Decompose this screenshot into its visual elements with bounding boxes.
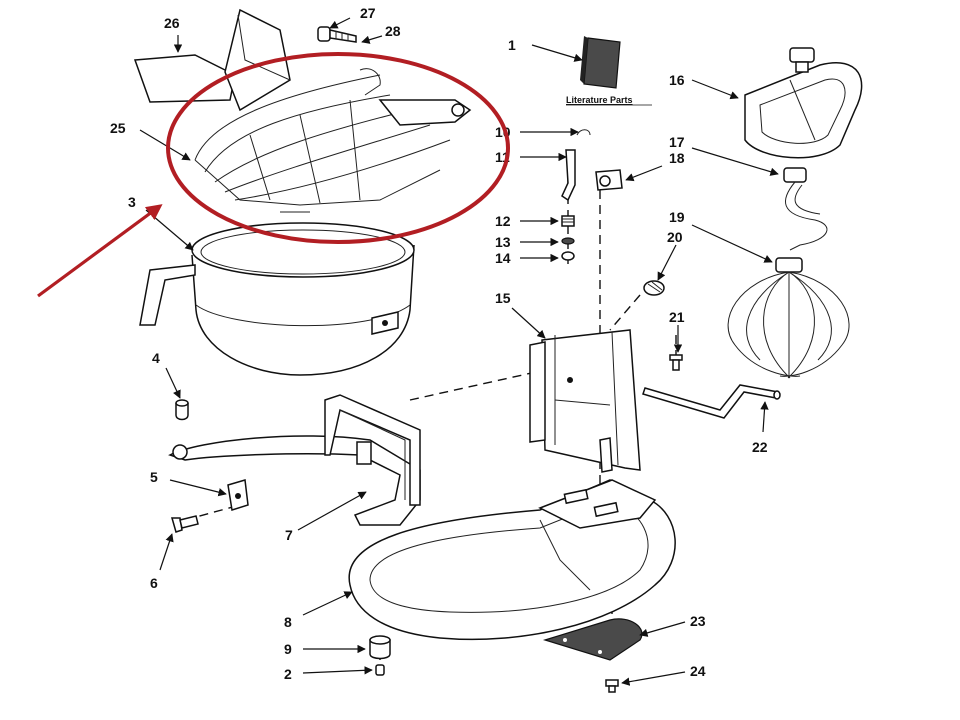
literature-parts-label: Literature Parts xyxy=(566,95,633,105)
part-lift-lever-18 xyxy=(595,169,623,191)
part-flat-beater xyxy=(744,47,863,159)
part-column xyxy=(529,329,641,473)
highlight-ellipse xyxy=(166,52,510,244)
callout-25: 25 xyxy=(110,120,126,136)
callout-7: 7 xyxy=(285,527,293,543)
callout-20: 20 xyxy=(667,229,683,245)
part-screw-27 xyxy=(317,26,357,43)
dashline-screw xyxy=(184,504,241,521)
part-bowl-guard xyxy=(194,68,472,213)
part-spring-12 xyxy=(561,215,575,227)
callout-9: 9 xyxy=(284,641,292,657)
part-screw-24 xyxy=(605,679,619,693)
part-washer-13 xyxy=(561,237,575,245)
part-base xyxy=(348,479,676,641)
highlight-arrow xyxy=(37,204,163,298)
callout-numbers: 1 2 3 4 5 6 7 8 9 10 11 12 13 14 15 16 1… xyxy=(110,5,768,682)
dashline-nut xyxy=(609,294,641,331)
callout-15: 15 xyxy=(495,290,511,306)
part-nut-14 xyxy=(561,251,575,261)
part-dough-hook xyxy=(783,167,828,251)
callout-19: 19 xyxy=(669,209,685,225)
callout-2: 2 xyxy=(284,666,292,682)
part-foot-pad xyxy=(542,618,643,661)
part-screw-21 xyxy=(669,354,683,371)
callout-17: 17 xyxy=(669,134,685,150)
callout-14: 14 xyxy=(495,250,511,266)
callout-1: 1 xyxy=(508,37,516,53)
callout-16: 16 xyxy=(669,72,685,88)
part-screw-6 xyxy=(171,515,199,533)
part-clip xyxy=(227,479,249,511)
part-screw-2 xyxy=(375,664,385,676)
callout-13: 13 xyxy=(495,234,511,250)
part-pouring-shield xyxy=(133,8,291,112)
part-wire-whip xyxy=(727,257,850,379)
part-literature xyxy=(580,36,621,89)
callout-21: 21 xyxy=(669,309,685,325)
callout-26: 26 xyxy=(164,15,180,31)
part-foot-9 xyxy=(369,635,391,660)
callout-27: 27 xyxy=(360,5,376,21)
callout-18: 18 xyxy=(669,150,685,166)
callout-23: 23 xyxy=(690,613,706,629)
dashline-bracket xyxy=(409,369,546,401)
callout-5: 5 xyxy=(150,469,158,485)
callout-6: 6 xyxy=(150,575,158,591)
leader-lines xyxy=(139,17,779,686)
callout-24: 24 xyxy=(690,663,706,679)
part-hinge-pin-10 xyxy=(576,129,591,136)
callout-3: 3 xyxy=(128,194,136,210)
part-bowl xyxy=(139,222,415,376)
callout-4: 4 xyxy=(152,350,160,366)
part-lift-rod-11 xyxy=(561,149,576,202)
callout-12: 12 xyxy=(495,213,511,229)
part-crank-handle xyxy=(642,384,781,419)
part-grommet xyxy=(175,399,189,421)
callout-8: 8 xyxy=(284,614,292,630)
part-nut-20 xyxy=(643,280,665,296)
part-bowl-support xyxy=(168,394,421,526)
callout-28: 28 xyxy=(385,23,401,39)
callout-22: 22 xyxy=(752,439,768,455)
